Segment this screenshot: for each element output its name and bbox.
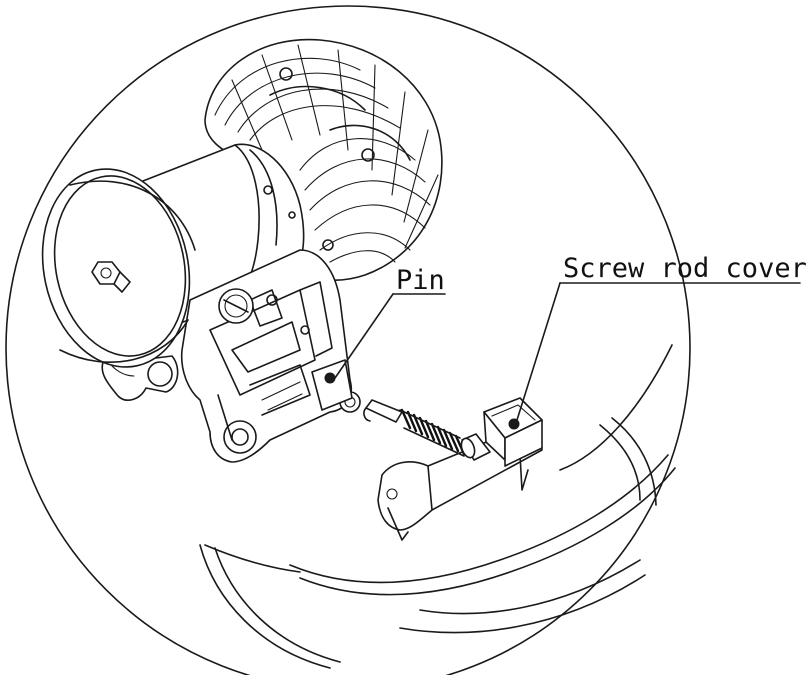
cover-hole	[508, 418, 520, 430]
pulley-disc	[41, 168, 196, 368]
callout-screw-rod-cover: Screw rod cover	[516, 253, 807, 421]
mounting-bracket	[377, 397, 543, 541]
pin-hole	[324, 372, 336, 384]
spring-rod	[363, 399, 491, 461]
label-pin: Pin	[396, 265, 445, 296]
callout-pin: Pin	[334, 265, 446, 379]
gearbox-housing	[180, 249, 361, 463]
label-screw-rod-cover: Screw rod cover	[563, 253, 807, 284]
detail-circle	[5, 5, 691, 680]
frame-tube	[199, 344, 676, 669]
